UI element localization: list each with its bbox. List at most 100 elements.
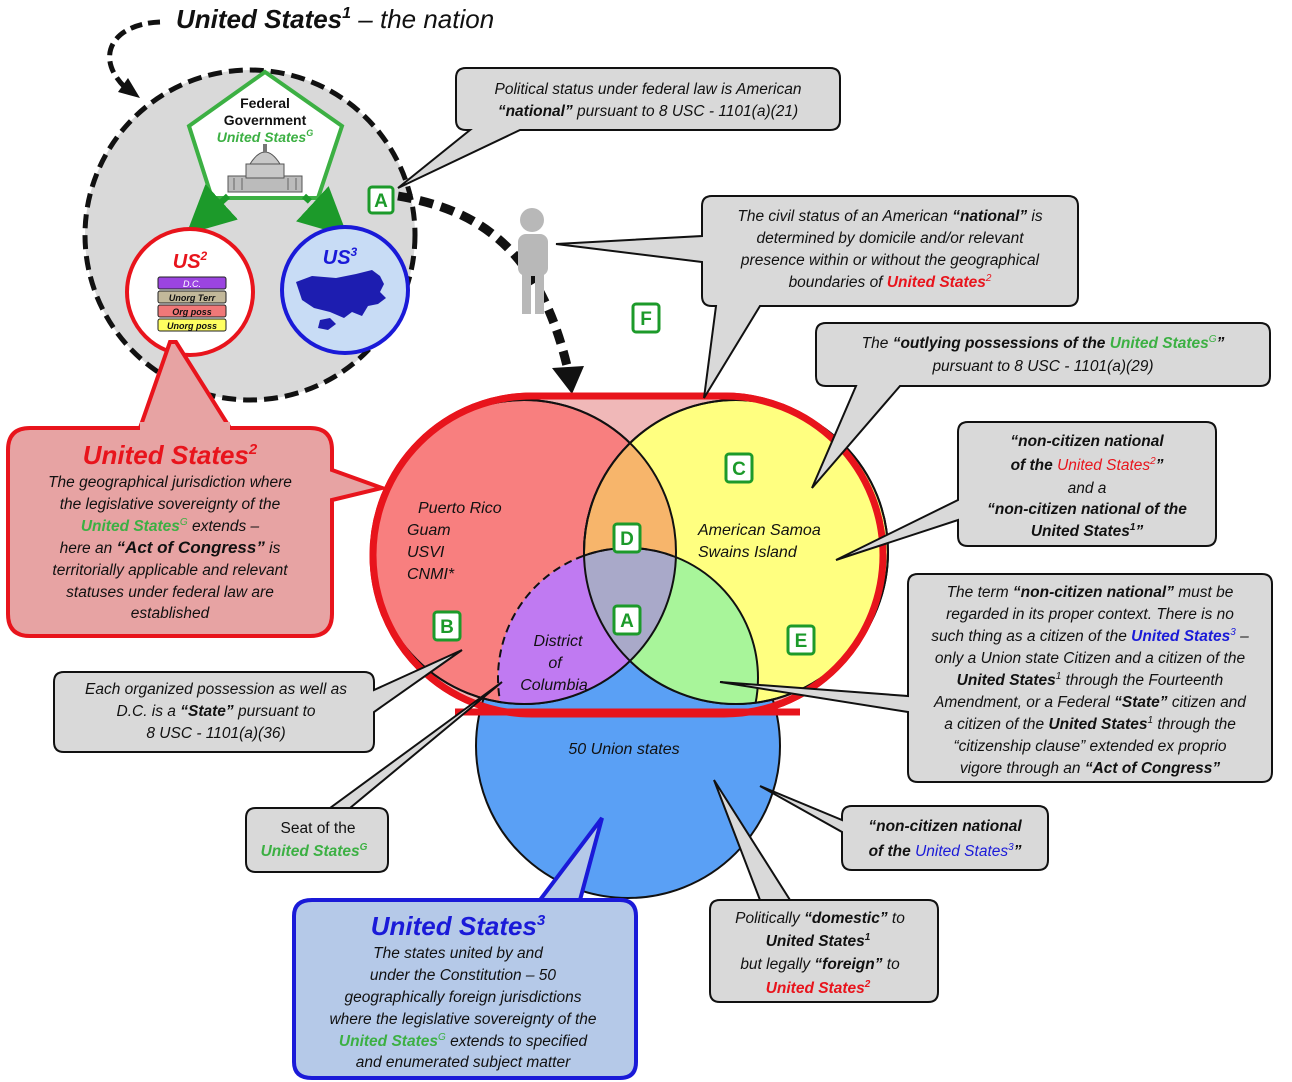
- svg-text:The states united by and: The states united by and: [373, 945, 544, 962]
- usa-map-icon: [296, 270, 386, 318]
- svg-text:United States2: United States2: [766, 979, 871, 997]
- svg-text:“citizenship clause” extended: “citizenship clause” extended ex proprio: [953, 738, 1226, 755]
- svg-text:The civil status of an America: The civil status of an American “nationa…: [737, 208, 1042, 225]
- svg-text:B: B: [440, 617, 454, 638]
- dc-label: District of Columbia: [520, 633, 588, 694]
- svg-text:determined by domicile and/or: determined by domicile and/or relevant: [756, 230, 1024, 247]
- union-states-label: 50 Union states: [568, 741, 679, 758]
- svg-text:presence within or without the: presence within or without the geographi…: [740, 252, 1040, 269]
- svg-text:but legally “foreign” to: but legally “foreign” to: [740, 956, 900, 973]
- callout-domestic-foreign: Politically “domestic” to United States1…: [709, 779, 939, 1003]
- svg-text:statuses under federal law are: statuses under federal law are: [66, 584, 274, 601]
- label-f: F: [631, 302, 661, 334]
- title-arrowhead: [118, 78, 140, 98]
- diagram-title: United States1 – the nation: [176, 4, 494, 34]
- svg-text:The geographical jurisdiction: The geographical jurisdiction where: [48, 474, 292, 491]
- svg-text:D.C. is a “State” pursuant to: D.C. is a “State” pursuant to: [117, 703, 316, 720]
- svg-text:United States1 – the nation: United States1 – the nation: [176, 4, 494, 34]
- svg-text:8 USC - 1101(a)(36): 8 USC - 1101(a)(36): [146, 725, 285, 742]
- capitol-icon: [227, 144, 303, 193]
- svg-text:American Samoa: American Samoa: [697, 522, 821, 539]
- svg-text:such thing as a citizen of the: such thing as a citizen of the United St…: [931, 627, 1249, 645]
- svg-text:Federal: Federal: [240, 95, 290, 111]
- territories-list: Puerto Rico Guam USVI CNMI*: [407, 500, 502, 583]
- callout-seat-of-government: Seat of the United StatesG: [245, 681, 503, 873]
- svg-text:The “outlying possessions of t: The “outlying possessions of the United …: [862, 334, 1225, 352]
- svg-text:Seat of the: Seat of the: [281, 820, 356, 837]
- svg-text:and enumerated subject matter: and enumerated subject matter: [356, 1054, 571, 1071]
- svg-text:geographically foreign jurisdi: geographically foreign jurisdictions: [345, 989, 582, 1006]
- callout-non-citizen-national: “non-citizen national of the United Stat…: [835, 421, 1217, 561]
- label-a-nation: A: [367, 185, 395, 215]
- svg-text:Puerto Rico: Puerto Rico: [418, 500, 502, 517]
- svg-text:“non-citizen national: “non-citizen national: [1010, 433, 1164, 450]
- svg-text:pursuant to 8 USC - 1101(a)(2: pursuant to 8 USC - 1101(a)(29): [931, 358, 1153, 375]
- svg-text:A: A: [620, 611, 634, 632]
- callout-united-states-3: United States3 The states united by and …: [292, 816, 638, 1080]
- person-icon: [518, 208, 548, 314]
- svg-text:United States3: United States3: [371, 911, 546, 941]
- svg-text:United StatesG extends to spe: United StatesG extends to specified: [339, 1032, 589, 1050]
- nation-to-venn-arrow: [397, 191, 573, 372]
- label-b: B: [432, 610, 462, 642]
- us3-circle: US3: [280, 225, 410, 355]
- svg-text:Government: Government: [224, 112, 307, 128]
- svg-text:US3: US3: [323, 245, 358, 269]
- svg-text:only a Union state Citizen and: only a Union state Citizen and a citizen…: [935, 650, 1246, 667]
- label-c: C: [724, 452, 754, 484]
- callout-united-states-2: United States2 The geographical jurisdic…: [6, 340, 389, 638]
- svg-text:US2: US2: [173, 249, 208, 273]
- svg-text:“non-citizen national: “non-citizen national: [868, 818, 1022, 835]
- svg-text:where the legislative sovereig: where the legislative sovereignty of the: [329, 1011, 596, 1028]
- svg-text:“national” pursuant to 8 USC: “national” pursuant to 8 USC - 1101(a)(2…: [498, 103, 798, 120]
- us2-layer-unorg-terr: Unorg Terr: [169, 293, 216, 303]
- title-arrow: [107, 19, 161, 94]
- callout-term-non-citizen: The term “non-citizen national” must be …: [719, 573, 1273, 783]
- callout-civil-status: The civil status of an American “nationa…: [555, 195, 1079, 399]
- svg-text:District: District: [534, 633, 583, 650]
- svg-text:E: E: [795, 631, 808, 652]
- svg-text:regarded in its proper context: regarded in its proper context. There is…: [946, 606, 1234, 623]
- us2-circle: US2 D.C. Unorg Terr Org poss Unorg poss: [125, 227, 255, 357]
- callout-outlying-possessions: The “outlying possessions of the United …: [811, 322, 1271, 489]
- federal-government: Federal Government United StatesG: [186, 69, 345, 200]
- outlying-list: American Samoa Swains Island: [697, 522, 821, 561]
- svg-text:United States1 through the Fou: United States1 through the Fourteenth: [957, 671, 1224, 689]
- svg-text:of the United States3”: of the United States3”: [869, 842, 1022, 860]
- svg-text:C: C: [732, 459, 746, 480]
- svg-text:CNMI*: CNMI*: [407, 566, 455, 583]
- svg-text:United States1”: United States1”: [1031, 522, 1144, 540]
- svg-text:United States2: United States2: [83, 440, 258, 470]
- callout-state-definition: Each organized possession as well as D.C…: [53, 649, 463, 753]
- us2-layer-dc: D.C.: [183, 279, 201, 289]
- svg-text:D: D: [620, 529, 634, 550]
- svg-text:Political status under federal: Political status under federal law is Am…: [495, 81, 802, 98]
- svg-text:a citizen of the United States: a citizen of the United States1 through …: [944, 715, 1236, 733]
- svg-text:of the United States2”: of the United States2”: [1011, 456, 1164, 474]
- svg-text:Politically “domestic” to: Politically “domestic” to: [735, 910, 905, 927]
- svg-text:boundaries of United States2: boundaries of United States2: [789, 273, 992, 291]
- svg-text:USVI: USVI: [407, 544, 445, 561]
- svg-text:A: A: [374, 191, 388, 212]
- svg-text:Each organized possession as w: Each organized possession as well as: [85, 681, 347, 698]
- svg-text:United StatesG: United StatesG: [261, 842, 368, 860]
- svg-text:United StatesG extends –: United StatesG extends –: [81, 517, 260, 535]
- label-a-venn: A: [612, 604, 642, 636]
- svg-text:United States1: United States1: [766, 932, 871, 950]
- svg-text:Swains Island: Swains Island: [698, 544, 798, 561]
- us2-layer-unorg-poss: Unorg poss: [167, 321, 217, 331]
- svg-text:Columbia: Columbia: [520, 677, 588, 694]
- svg-text:the legislative sovereignty of: the legislative sovereignty of the: [60, 496, 281, 513]
- svg-text:Amendment, or a Federal “State: Amendment, or a Federal “State” citizen …: [933, 694, 1247, 711]
- svg-text:Guam: Guam: [407, 522, 451, 539]
- svg-text:of: of: [548, 655, 563, 672]
- svg-text:The term “non-citizen national: The term “non-citizen national” must be: [947, 584, 1234, 601]
- callout-national-status: Political status under federal law is Am…: [397, 67, 841, 189]
- label-e: E: [786, 624, 816, 656]
- svg-text:vigore through an “Act of Cong: vigore through an “Act of Congress”: [960, 760, 1220, 777]
- svg-text:F: F: [640, 309, 652, 330]
- callout-non-citizen-national-3: “non-citizen national of the United Stat…: [759, 785, 1049, 871]
- arrow-to-us2: [186, 184, 238, 235]
- svg-text:“non-citizen national of the: “non-citizen national of the: [987, 501, 1187, 518]
